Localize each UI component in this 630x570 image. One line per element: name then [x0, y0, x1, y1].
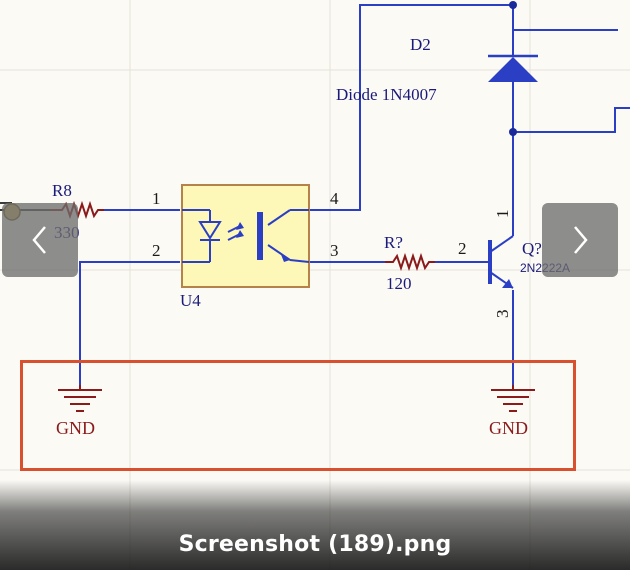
r-unknown-ref-label: R? [384, 233, 403, 252]
d2-value-label: Diode 1N4007 [336, 85, 437, 104]
resistor-r-unknown: R? 120 [384, 233, 435, 293]
gnd-left-label: GND [56, 418, 95, 438]
junction-dots [509, 1, 517, 136]
u4-pin-1-label: 1 [152, 189, 161, 208]
u4-pin-4-label: 4 [330, 189, 339, 208]
caption-bar [0, 480, 630, 570]
u4-pin-2-label: 2 [152, 241, 161, 260]
highlight-box [20, 360, 576, 471]
q-pin-3-label: 3 [493, 310, 512, 319]
r-unknown-value-label: 120 [386, 274, 412, 293]
u4-ref-label: U4 [180, 291, 201, 310]
optocoupler-u4: 1 2 3 4 U4 [152, 184, 339, 310]
ground-left [58, 385, 102, 412]
u4-pin-3-label: 3 [330, 241, 339, 260]
chevron-left-icon [32, 226, 46, 254]
next-image-button[interactable] [542, 203, 618, 277]
q-ref-label: Q? [522, 239, 542, 258]
chevron-right-icon [574, 226, 588, 254]
q-pin-1-label: 1 [493, 210, 512, 219]
gnd-right-label: GND [489, 418, 528, 438]
image-caption: Screenshot (189).png [178, 532, 452, 557]
wires [79, 4, 630, 385]
q-pin-2-label: 2 [458, 239, 467, 258]
d2-ref-label: D2 [410, 35, 431, 54]
diode-d2: D2 Diode 1N4007 [336, 35, 538, 104]
ground-right [491, 385, 535, 412]
previous-image-button[interactable] [2, 203, 78, 277]
r8-ref-label: R8 [52, 181, 72, 200]
